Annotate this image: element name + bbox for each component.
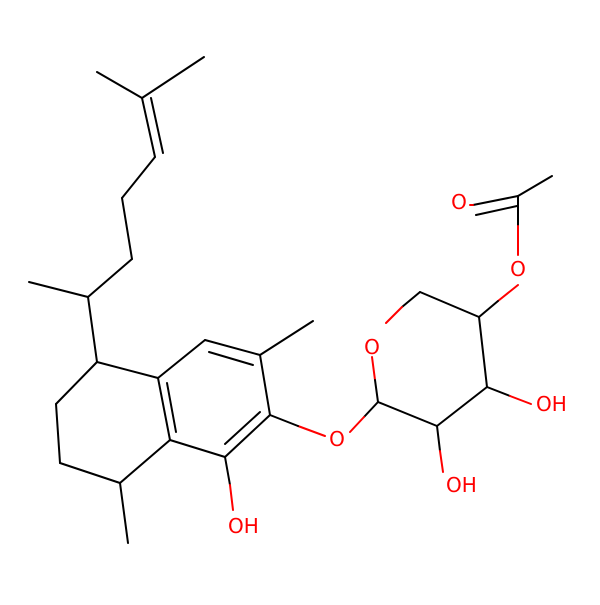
bond-c6-to-ring-o xyxy=(401,291,421,308)
bond-c4a-c5 xyxy=(96,361,159,379)
bond-c2-oh xyxy=(436,425,441,452)
bond-c3-oh-o xyxy=(509,395,532,405)
bond-alkene xyxy=(141,97,156,158)
bond-glycosidic-o-right xyxy=(349,416,365,433)
bond-phenol xyxy=(224,456,231,486)
bond-ar-methyl xyxy=(259,320,314,356)
bond-terminal-methyl-b xyxy=(141,56,205,99)
bond-c5-c6 xyxy=(419,291,480,318)
atom-label-o-ring: O xyxy=(364,335,380,359)
bond-c3-c5 xyxy=(478,316,488,388)
bond-c5-sidechain xyxy=(87,296,98,363)
bond-ar-c4a-c8a xyxy=(157,377,171,441)
bond-sidechain-methyl xyxy=(28,281,89,298)
bond-c1-glycosidic xyxy=(363,401,379,418)
bond-ring-o-lower xyxy=(371,356,376,381)
bond-ester-o-lower xyxy=(497,284,519,302)
bond-ar-c4-c4a xyxy=(157,339,206,379)
bond-c2-oh-o xyxy=(439,450,444,473)
bond-c8-methyl xyxy=(119,482,129,544)
atom-label-o-glycosidic: O xyxy=(329,427,345,451)
bond-ar-c8-c7 xyxy=(224,414,271,458)
bond-ring-o-to-c1 xyxy=(374,379,379,403)
bond-glycosidic-o-left xyxy=(297,425,326,437)
bond-c8-c8a xyxy=(119,439,171,484)
bond-sidechain-c2 xyxy=(87,258,133,298)
bond-phenol-o xyxy=(229,484,234,511)
bond-c3-oh xyxy=(486,386,511,397)
bond-ar-c8a-c8 xyxy=(169,439,226,458)
bond-alkene-inner xyxy=(150,97,164,154)
bond-ar-c8a-c4a-inner xyxy=(166,382,177,433)
bonds xyxy=(28,56,553,544)
atom-label-oh-sugar-c3: OH xyxy=(446,473,477,497)
bond-c7-c8 xyxy=(59,462,121,484)
bond-sidechain-c4 xyxy=(121,156,156,199)
bond-ar-c6-c5 xyxy=(259,354,271,416)
atom-label-o-acetyl-carbonyl: O xyxy=(451,190,467,214)
atom-label-oh-sugar-c4: OH xyxy=(536,392,567,416)
bond-ar-c5-c4-inner xyxy=(208,351,254,366)
bond-glycosidic-to-aryl xyxy=(269,414,299,427)
bond-c5-c6 xyxy=(55,361,98,405)
atom-label-oh-phenol: OH xyxy=(228,514,259,538)
bond-ar-c5-c4 xyxy=(204,339,261,356)
bond-acetyl-carbonyl-b xyxy=(475,205,518,216)
bond-acetyl-methyl xyxy=(517,175,553,197)
bond-ar-c8-c7-inner xyxy=(224,411,261,445)
atom-label-o-acetyl-ester: O xyxy=(510,257,526,281)
bond-c6-c7 xyxy=(55,403,61,464)
bond-c2-c3 xyxy=(436,386,488,427)
atom-labels: O O O O OH OH OH xyxy=(228,190,567,538)
bond-sidechain-c3 xyxy=(121,197,133,260)
bond-terminal-methyl-a xyxy=(96,71,143,99)
bond-c1-c2 xyxy=(377,401,438,427)
bond-ester-o-to-c5 xyxy=(478,300,499,318)
bond-acetyl-carbonyl-a xyxy=(472,195,519,206)
bond-ring-o-upper xyxy=(385,306,403,324)
